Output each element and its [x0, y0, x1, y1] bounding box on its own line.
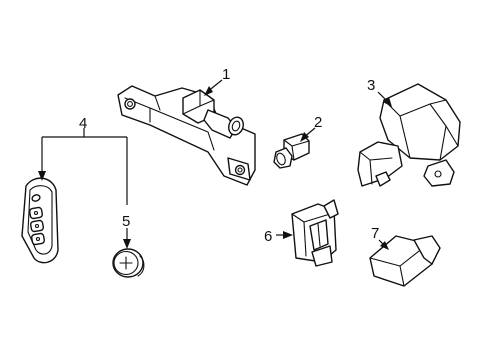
part-5-battery	[112, 248, 145, 278]
part-7-module	[369, 235, 441, 287]
callout-3: 3	[367, 77, 375, 94]
leaders	[38, 79, 392, 250]
part-6-bracket	[291, 199, 339, 267]
callout-2: 2	[314, 114, 322, 131]
part-1-bracket	[117, 85, 256, 186]
part-2-sensor	[273, 133, 310, 169]
callout-7: 7	[371, 225, 379, 242]
callout-5: 5	[122, 213, 130, 230]
callout-labels: 1 2 3 4 5 6 7	[79, 66, 379, 245]
callout-1: 1	[222, 66, 230, 83]
callout-4: 4	[79, 115, 87, 132]
part-3-module	[357, 83, 461, 187]
callout-6: 6	[264, 228, 272, 245]
part-4-key-fob	[21, 177, 59, 264]
